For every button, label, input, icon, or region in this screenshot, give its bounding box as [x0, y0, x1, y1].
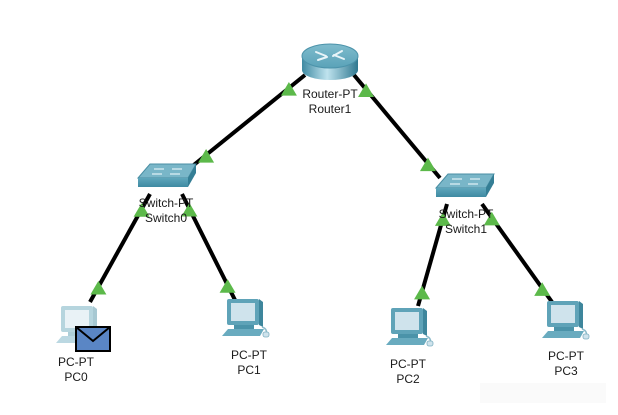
switch-front: [138, 178, 188, 187]
switch-side: [188, 164, 196, 187]
router-arrow-icon: [315, 51, 327, 57]
switch0-switch-icon[interactable]: [136, 163, 197, 187]
switch-top: [136, 163, 197, 179]
pc1-label: PC-PT PC1: [231, 348, 267, 378]
pc2-pc-icon[interactable]: [386, 308, 434, 347]
pc-screen: [231, 303, 255, 321]
switch0-label: Switch-PT Switch0: [139, 196, 194, 226]
switch-front: [436, 188, 486, 197]
pc-stand: [554, 327, 574, 331]
router-top: [301, 43, 359, 69]
link-status-switch1-end: [483, 211, 500, 226]
pc-keyboard: [222, 329, 264, 336]
pc-keyboard: [386, 338, 428, 345]
pc1-model: PC-PT: [231, 348, 267, 362]
pc-keyboard: [542, 331, 584, 338]
pc-screen: [65, 310, 89, 328]
canvas-shade: [480, 383, 606, 403]
pc3-label: PC-PT PC3: [548, 349, 584, 379]
pc3-model: PC-PT: [548, 349, 584, 363]
router1-label: Router-PT Router1: [302, 87, 357, 117]
pc-stand: [234, 325, 254, 329]
link-status-router1-end: [280, 82, 297, 96]
switch-side: [486, 174, 494, 197]
pc-mouse: [262, 331, 270, 338]
link-status-pc2-end: [414, 285, 431, 300]
link-status-pc1-end: [219, 279, 236, 293]
router-arrow-icon: [333, 54, 345, 60]
link-status-pc3-end: [534, 282, 551, 296]
switch1-label: Switch-PT Switch1: [439, 207, 494, 237]
link-status-switch1-end: [434, 212, 451, 226]
router1-model: Router-PT: [302, 87, 358, 101]
pc-mouse: [426, 340, 434, 347]
switch-top: [434, 173, 495, 189]
router1-name: Router1: [308, 102, 352, 116]
pdu-envelope-icon[interactable]: [75, 326, 111, 352]
pc1-pc-icon[interactable]: [222, 299, 270, 338]
switch0-name: Switch0: [144, 211, 188, 225]
link-status-switch0-end: [181, 202, 198, 217]
link-status-switch0-end: [133, 203, 150, 217]
link-status-switch0-end: [198, 148, 215, 163]
link-status-switch1-end: [419, 157, 436, 172]
pc-stand: [398, 334, 418, 338]
switch0-model: Switch-PT: [138, 196, 194, 210]
pc2-model: PC-PT: [390, 357, 426, 371]
router1-router-icon[interactable]: [301, 43, 359, 80]
switch1-switch-icon[interactable]: [434, 173, 495, 197]
envelope-flap: [75, 326, 111, 343]
pc-monitor-side: [423, 308, 427, 336]
pc0-name: PC0: [64, 370, 88, 384]
pc0-model: PC-PT: [58, 355, 94, 369]
pc0-label: PC-PT PC0: [58, 355, 94, 385]
pc-monitor-side: [259, 299, 263, 327]
pc3-name: PC3: [554, 364, 578, 378]
router-arrow-icon: [332, 50, 343, 57]
switch1-model: Switch-PT: [438, 207, 494, 221]
router-arrow-icon: [317, 56, 328, 61]
pc2-name: PC2: [396, 372, 420, 386]
pc-mouse: [582, 333, 590, 340]
pc-monitor-side: [579, 301, 583, 329]
pc1-name: PC1: [237, 363, 261, 377]
pc-monitor: [61, 306, 93, 332]
pc2-label: PC-PT PC2: [390, 357, 426, 387]
pc-screen: [551, 305, 575, 323]
link-status-pc0-end: [90, 280, 107, 295]
switch1-name: Switch1: [444, 222, 488, 236]
pc3-pc-icon[interactable]: [542, 301, 590, 340]
pc-screen: [395, 312, 419, 330]
link-status-router1-end: [358, 83, 375, 98]
